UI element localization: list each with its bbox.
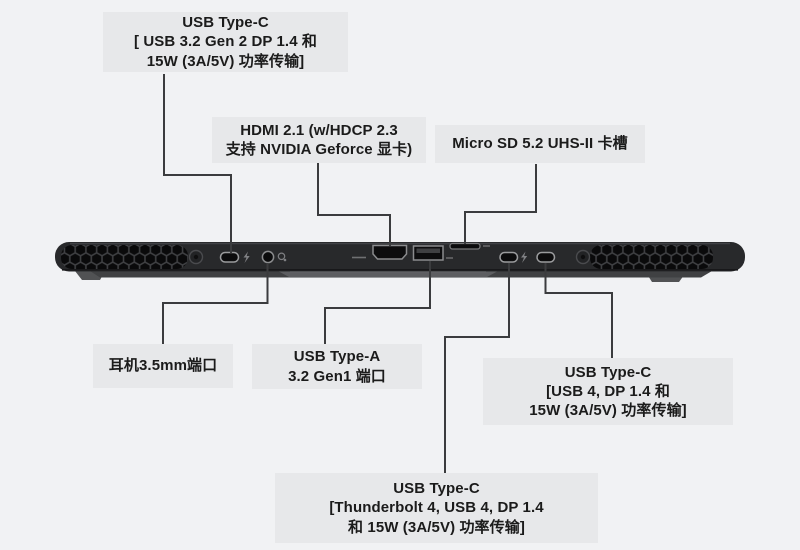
callout-hdmi: HDMI 2.1 (w/HDCP 2.3 支持 NVIDIA Geforce 显…: [212, 117, 426, 163]
callout-usb-c-top: USB Type-C [ USB 3.2 Gen 2 DP 1.4 和 15W …: [103, 12, 348, 72]
headphone-jack: [261, 250, 275, 264]
callout-usb-a: USB Type-A 3.2 Gen1 端口: [252, 344, 422, 389]
callout-text: USB Type-C [Thunderbolt 4, USB 4, DP 1.4…: [329, 480, 544, 536]
callout-text: 耳机3.5mm端口: [108, 357, 218, 375]
usb-a-port: [412, 245, 444, 261]
headset-icon: [277, 252, 287, 262]
callout-text: HDMI 2.1 (w/HDCP 2.3 支持 NVIDIA Geforce 显…: [225, 121, 413, 158]
microsd-slot: [449, 242, 481, 250]
callout-lines: [162, 74, 613, 473]
line-usb-c-thunderbolt: [444, 263, 510, 473]
callout-usb-c-right: USB Type-C [USB 4, DP 1.4 和 15W (3A/5V) …: [483, 358, 733, 425]
thunderbolt-icon: [521, 251, 528, 263]
callout-text: USB Type-A 3.2 Gen1 端口: [288, 348, 386, 385]
usb-c-port-right: [536, 251, 556, 263]
callout-usb-c-thunderbolt: USB Type-C [Thunderbolt 4, USB 4, DP 1.4…: [275, 473, 598, 543]
usb-c-port-thunderbolt: [499, 251, 519, 263]
power-bolt-icon: [243, 251, 250, 263]
line-microsd: [464, 164, 537, 244]
screw-left: [188, 249, 204, 265]
callout-text: Micro SD 5.2 UHS-II 卡槽: [452, 135, 628, 153]
line-headphone: [162, 263, 269, 344]
callout-microsd: Micro SD 5.2 UHS-II 卡槽: [435, 125, 645, 163]
line-hdmi: [317, 163, 391, 246]
line-usb-c-top: [163, 74, 232, 253]
line-usb-c-right: [544, 263, 613, 358]
callout-text: USB Type-C [ USB 3.2 Gen 2 DP 1.4 和 15W …: [133, 14, 318, 70]
hdmi-port: [372, 244, 408, 260]
usb-c-port-left: [219, 251, 240, 263]
left-vent: [61, 245, 188, 269]
hinge-highlight: [278, 271, 498, 277]
callout-text: USB Type-C [USB 4, DP 1.4 和 15W (3A/5V) …: [529, 363, 687, 420]
screw-right: [575, 249, 591, 265]
right-vent: [590, 245, 713, 269]
laptop-base-lip: [75, 271, 712, 282]
callout-headphone: 耳机3.5mm端口: [93, 344, 233, 388]
line-usb-a: [324, 261, 431, 344]
